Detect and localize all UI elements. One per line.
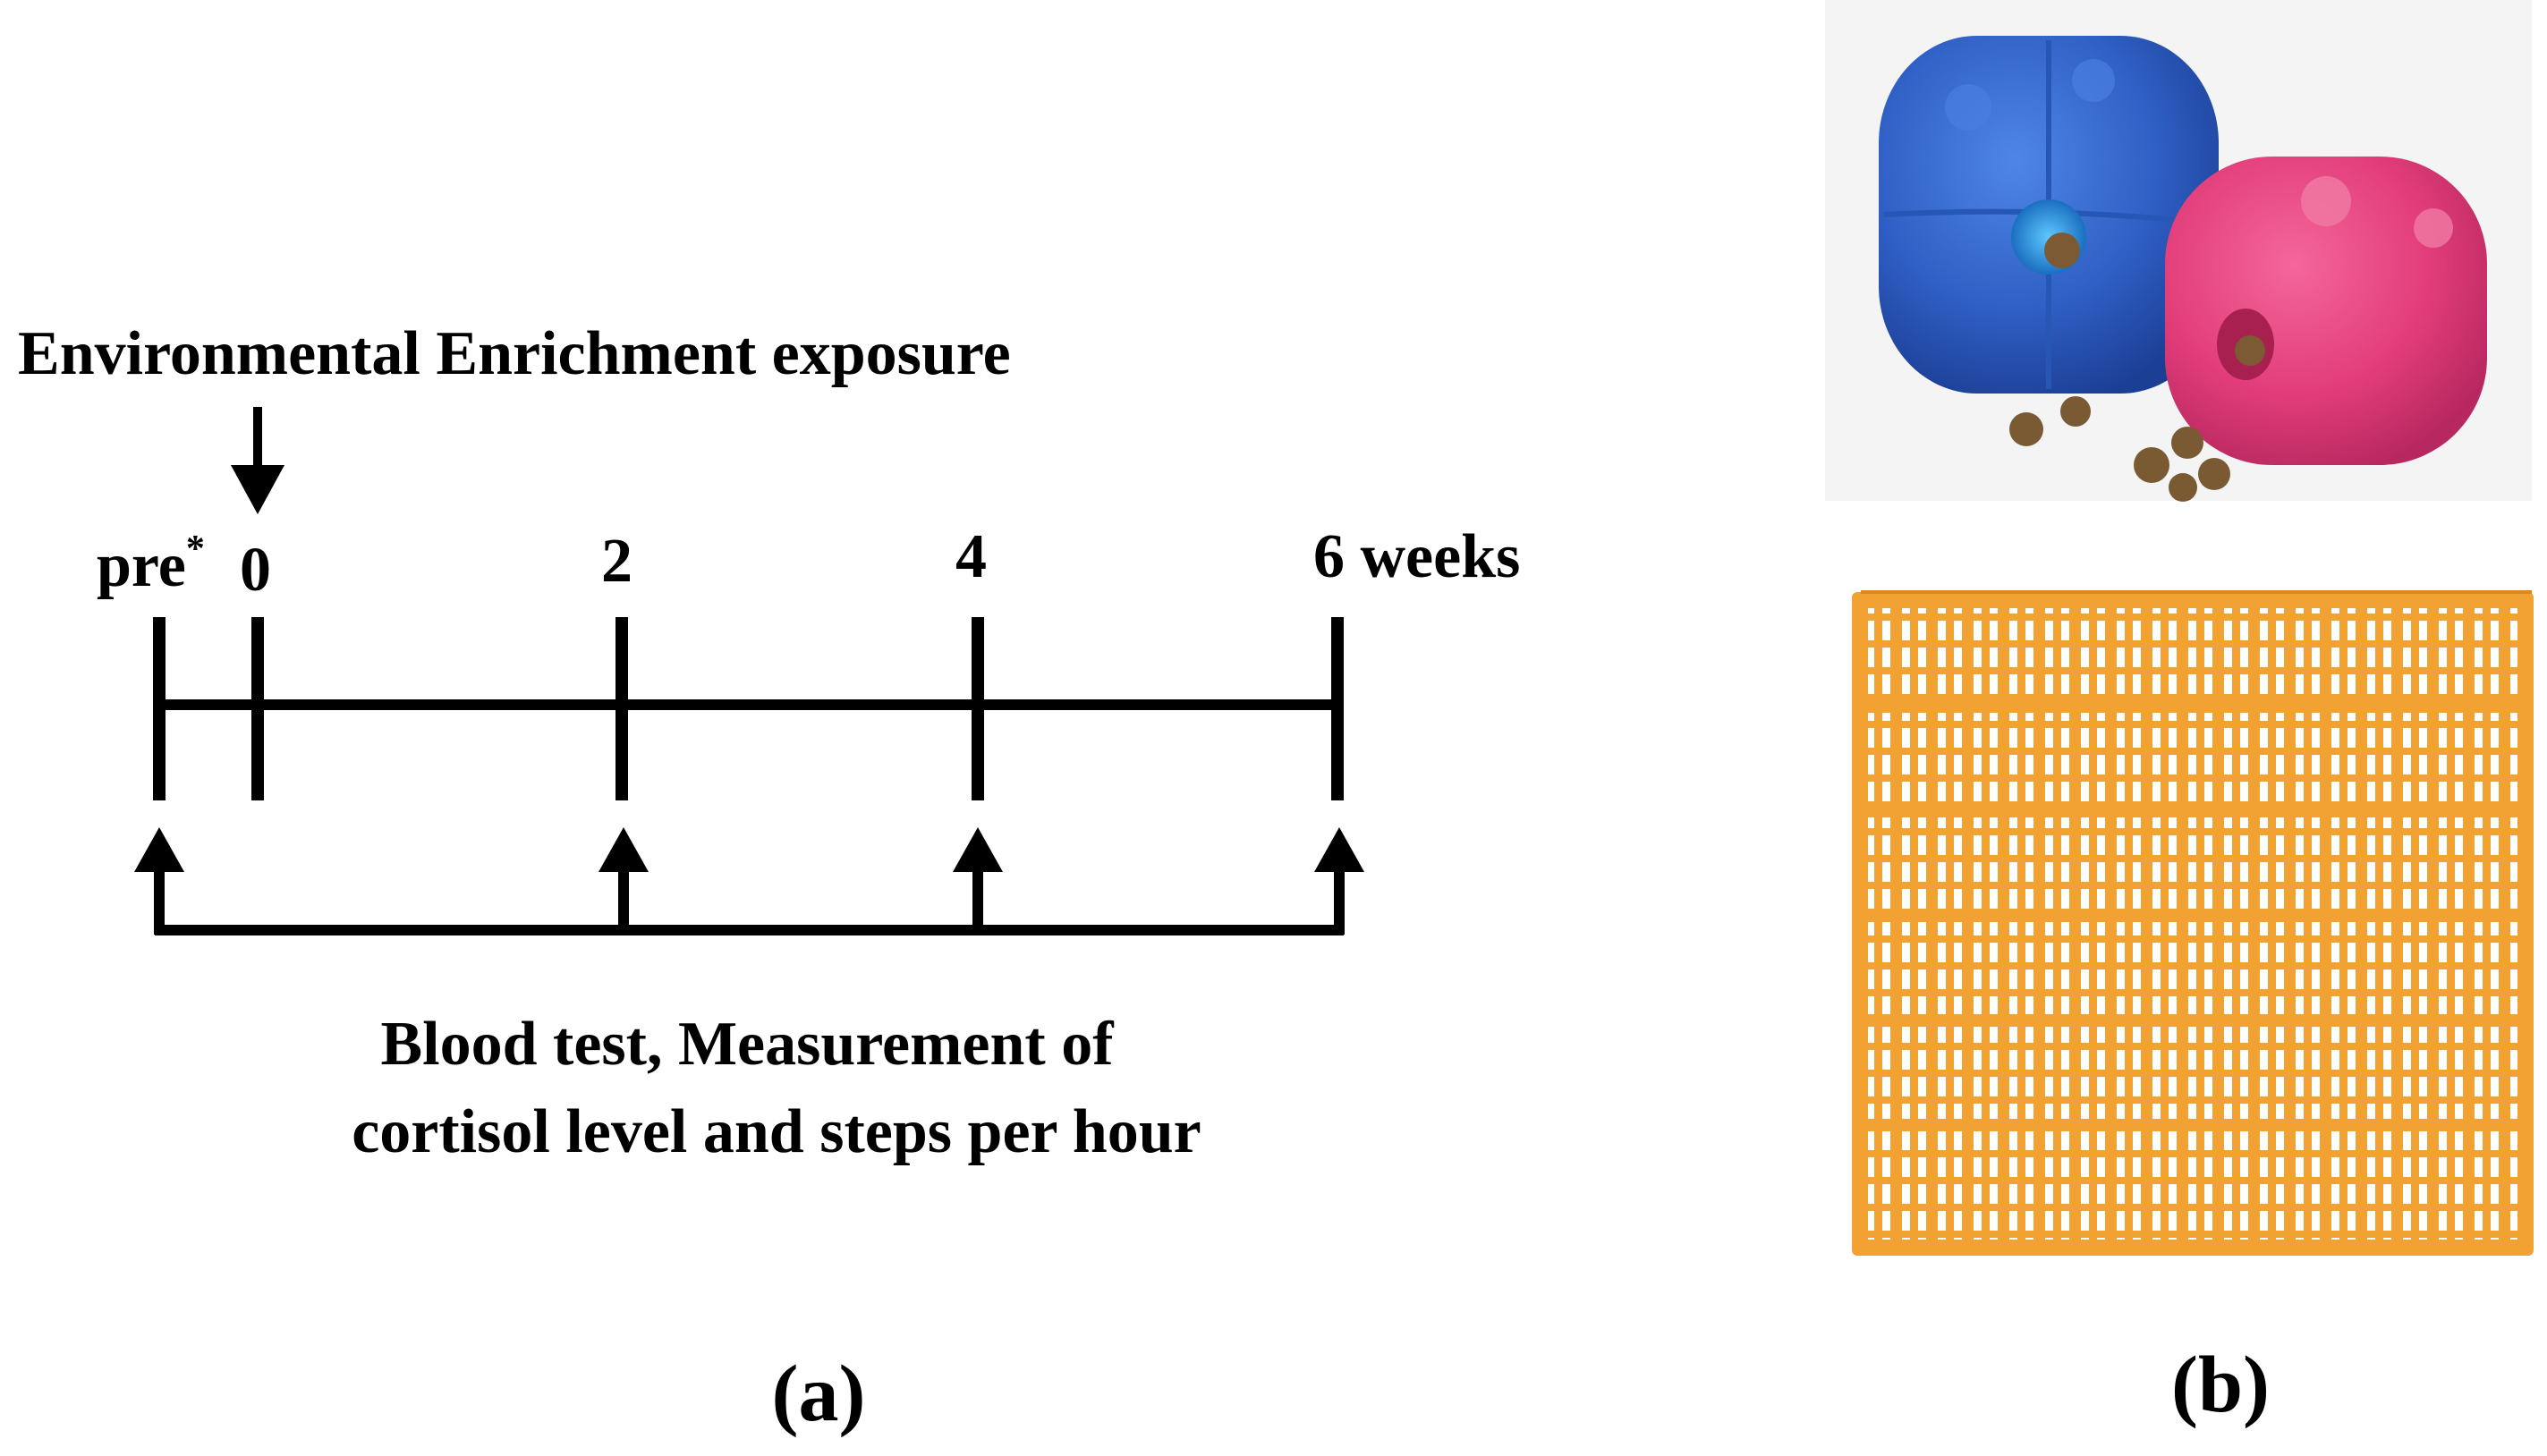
sampling-arrow-pre — [134, 827, 184, 935]
tick-label-4: 4 — [955, 522, 987, 591]
timepoint-labels: pre* 0 2 4 6 weeks — [97, 522, 1520, 605]
panel-a-caption: (a) — [772, 1350, 866, 1438]
tick-label-2: 2 — [601, 527, 633, 596]
measurement-label-line2: cortisol level and steps per hour — [352, 1097, 1201, 1166]
sampling-arrow-4 — [953, 827, 1003, 935]
pink-treat-cube — [2165, 157, 2487, 465]
rubber-floor-mat-picture — [1852, 590, 2534, 1256]
treat-toys-picture — [1825, 0, 2532, 502]
enrichment-arrow — [231, 407, 284, 514]
mat-row-dividers — [1856, 700, 2529, 1131]
sampling-arrow-6 — [1314, 827, 1364, 935]
tick-label-6-weeks: 6 weeks — [1313, 522, 1520, 591]
measurement-label-line1: Blood test, Measurement of — [380, 1010, 1114, 1079]
timeline-panel: Environmental Enrichment exposure pre* 0… — [18, 319, 1520, 1438]
tick-label-pre: pre* — [97, 529, 205, 600]
tick-label-0: 0 — [240, 536, 271, 605]
panel-b-caption: (b) — [2171, 1341, 2270, 1429]
sampling-bracket — [134, 827, 1364, 935]
enrichment-photos-panel: (b) — [1825, 0, 2534, 1429]
blue-treat-cube — [1879, 36, 2219, 394]
enrichment-label: Environmental Enrichment exposure — [18, 319, 1011, 388]
timeline-ticks — [153, 617, 1344, 800]
sampling-arrow-2 — [599, 827, 649, 935]
kibble-pieces — [2009, 396, 2230, 502]
